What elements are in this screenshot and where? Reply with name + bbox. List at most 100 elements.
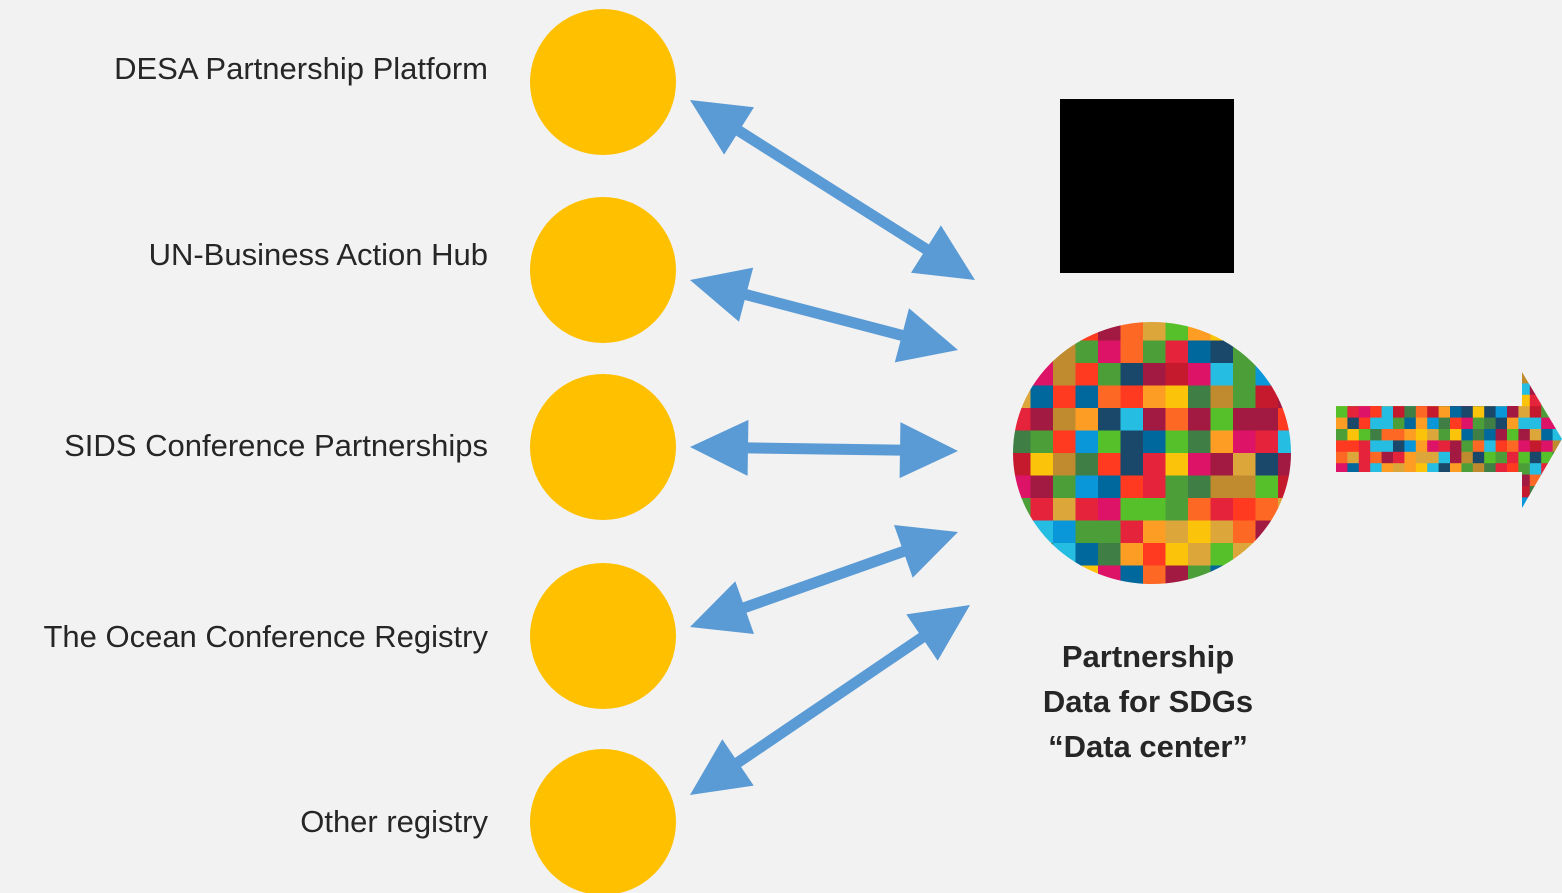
hub-mosaic-tile — [1278, 498, 1291, 521]
output-arrow-tile — [1529, 383, 1542, 396]
output-arrow-tile — [1358, 406, 1371, 418]
hub-mosaic-tile — [1255, 363, 1279, 386]
hub-mosaic-tile — [1030, 498, 1054, 521]
output-arrow-tile — [1484, 383, 1496, 396]
output-arrow-tile — [1552, 497, 1562, 508]
output-arrow-tile — [1358, 451, 1371, 464]
output-arrow-tile — [1450, 463, 1462, 475]
output-arrow-tile — [1541, 372, 1553, 384]
hub-mosaic-tile — [1120, 408, 1144, 431]
output-arrow-tile — [1552, 440, 1562, 453]
output-arrow-tile — [1393, 440, 1405, 453]
output-arrow-tile — [1347, 429, 1360, 441]
output-arrow-tile — [1472, 394, 1485, 407]
output-arrow-tile — [1427, 394, 1439, 407]
output-arrow-tile — [1461, 463, 1474, 475]
hub-mosaic-tile — [1098, 565, 1121, 584]
hub-mosaic-tile — [1278, 408, 1291, 431]
hub-mosaic-tile — [1075, 408, 1099, 431]
source-node-desa[interactable] — [530, 9, 676, 155]
output-arrow-tile — [1358, 394, 1371, 407]
hub-mosaic-tile — [1143, 543, 1166, 566]
hub-mosaic-tile — [1210, 363, 1234, 386]
output-arrow-tile — [1518, 429, 1531, 441]
output-arrow-tile — [1552, 383, 1562, 396]
hub-mosaic-tile — [1301, 453, 1324, 476]
hub-mosaic-tile — [1188, 363, 1211, 386]
hub-mosaic-tile — [1301, 408, 1324, 431]
hub-mosaic-tile — [1120, 520, 1144, 544]
arrow-business-hub — [690, 267, 958, 363]
hub-mosaic-tile — [1053, 453, 1076, 476]
hub-mosaic-tile — [1233, 588, 1256, 611]
source-node-other[interactable] — [530, 749, 676, 893]
hub-mosaic-tile — [1255, 475, 1279, 499]
output-arrow-tile — [1461, 429, 1474, 441]
hub-mosaic-tile — [1013, 430, 1031, 454]
output-arrow-tile — [1427, 440, 1439, 453]
hub-mosaic-tile — [1013, 453, 1031, 476]
hub-mosaic-tile — [1278, 475, 1291, 499]
hub-mosaic-tile — [1075, 543, 1099, 566]
output-arrow-tile — [1415, 429, 1428, 441]
hub-mosaic-tile — [1030, 322, 1054, 341]
hub-mosaic-tile — [1255, 430, 1279, 454]
output-arrow-tile — [1347, 451, 1360, 464]
output-arrow-tile — [1484, 406, 1496, 418]
output-arrow-tile — [1507, 486, 1519, 498]
source-node-ocean[interactable] — [530, 563, 676, 709]
source-node-sids[interactable] — [530, 374, 676, 520]
hub-mosaic-tile — [1255, 340, 1279, 364]
hub-mosaic-tile — [1188, 408, 1211, 431]
source-label-business-hub: UN-Business Action Hub — [148, 237, 488, 272]
output-arrow-tile — [1404, 383, 1417, 396]
output-arrow-tile — [1461, 417, 1474, 430]
output-arrow-tile — [1518, 394, 1531, 407]
output-arrow-tile — [1438, 383, 1451, 396]
hub-mosaic-tile — [1233, 322, 1256, 341]
output-arrow-tile — [1529, 394, 1542, 407]
output-arrow-tile — [1415, 451, 1428, 464]
output-arrow-tile — [1427, 372, 1439, 384]
output-arrow-tile — [1347, 497, 1360, 508]
hub-mosaic-tile — [1165, 498, 1189, 521]
output-arrow-tile — [1358, 372, 1371, 384]
output-arrow-tile — [1336, 451, 1348, 464]
source-node-business-hub[interactable] — [530, 197, 676, 343]
output-arrow-tile — [1438, 440, 1451, 453]
output-arrow-tile — [1484, 474, 1496, 487]
output-arrow-tile — [1393, 406, 1405, 418]
output-arrow-tile — [1370, 372, 1382, 384]
output-arrow-tile — [1552, 486, 1562, 498]
hub-mosaic-tile — [1233, 453, 1256, 476]
output-arrow-tile — [1427, 383, 1439, 396]
hub-mosaic-tile — [1143, 588, 1166, 611]
hub-mosaic-tile — [1143, 430, 1166, 454]
output-arrow-tile — [1450, 486, 1462, 498]
hub-mosaic-tile — [1211, 588, 1234, 611]
output-arrow-tile — [1427, 474, 1439, 487]
output-arrow-tile — [1347, 440, 1360, 453]
hub-mosaic-tile — [1013, 408, 1031, 431]
output-arrow-tile — [1541, 486, 1553, 498]
output-arrow-tile — [1404, 440, 1417, 453]
hub-mosaic-tile — [1165, 385, 1189, 409]
output-arrow-tile — [1507, 394, 1519, 407]
output-arrow-tile — [1541, 429, 1553, 441]
output-arrow-tile — [1529, 463, 1542, 475]
output-arrow-tile — [1336, 463, 1348, 475]
hub-mosaic-tile — [1278, 322, 1291, 341]
hub-mosaic-tile — [1075, 363, 1099, 386]
output-arrow-tile — [1450, 383, 1462, 396]
hub-mosaic-tile — [1165, 475, 1189, 499]
hub-mosaic-tile — [1255, 322, 1279, 341]
hub-mosaic-tile — [1031, 588, 1054, 611]
output-arrow-tile — [1415, 486, 1428, 498]
hub-mosaic-tile — [1188, 520, 1211, 544]
output-arrow-tile — [1495, 429, 1508, 441]
data-center-hub[interactable] — [1008, 318, 1324, 611]
hub-mosaic-tile — [1255, 385, 1279, 409]
output-arrow-tile — [1450, 474, 1462, 487]
output-arrow-tile — [1438, 486, 1451, 498]
hub-mosaic-tile — [1301, 498, 1324, 521]
